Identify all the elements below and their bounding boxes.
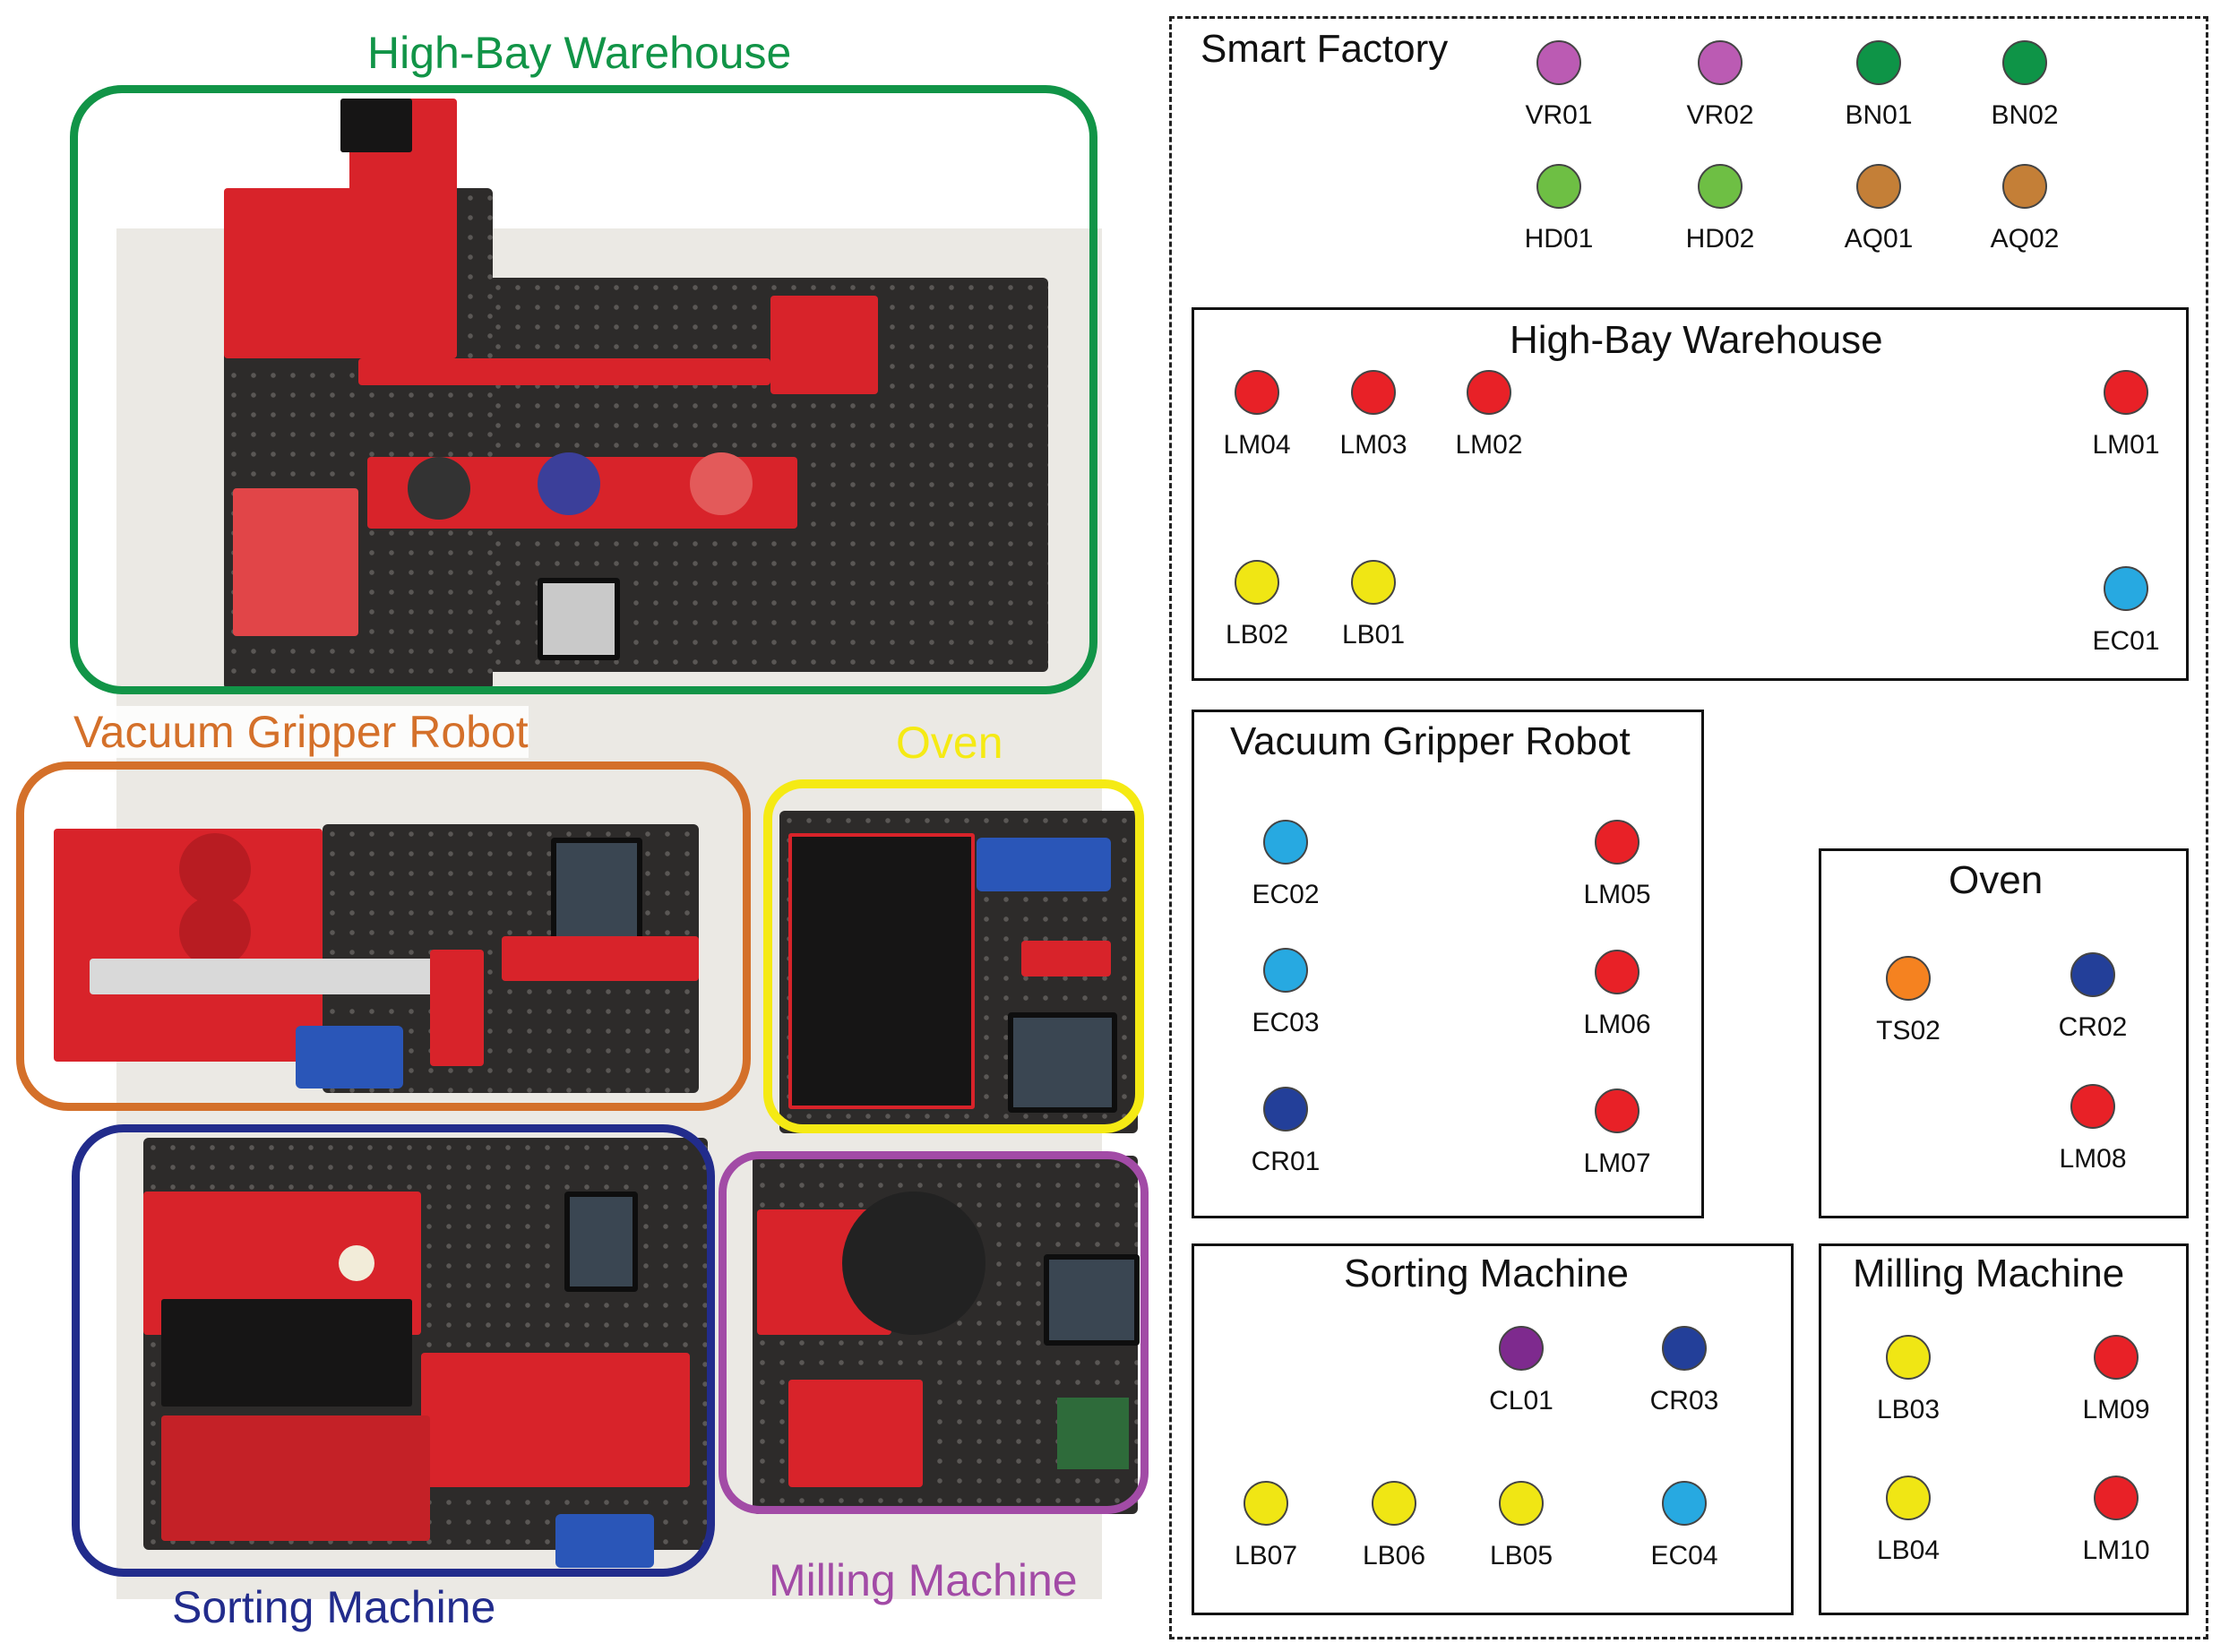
sensor-label-ec04: EC04 (1650, 1541, 1718, 1570)
sensor-label-lb02: LB02 (1225, 620, 1289, 650)
sensor-label-lb04: LB04 (1876, 1536, 1941, 1565)
high-bay-panel (1192, 307, 2189, 681)
sensor-dot-lm06 (1595, 950, 1639, 994)
sensor-dot-lm02 (1467, 370, 1511, 415)
sensor-dot-cr03 (1662, 1326, 1707, 1371)
smart-factory-boundary (1169, 16, 2208, 1639)
sensor-dot-bn02 (2002, 40, 2047, 85)
sensor-label-lm04: LM04 (1223, 430, 1291, 460)
oven-panel (1819, 848, 2189, 1218)
sensor-dot-aq01 (1856, 164, 1901, 209)
sensor-label-ec03: EC03 (1252, 1008, 1320, 1037)
sensor-dot-lb05 (1499, 1481, 1544, 1526)
sensor-dot-ec04 (1662, 1481, 1707, 1526)
sensor-label-lm07: LM07 (1583, 1149, 1651, 1178)
sensor-label-lm03: LM03 (1339, 430, 1407, 460)
sensor-dot-lm07 (1595, 1088, 1639, 1133)
sensor-label-lm02: LM02 (1455, 430, 1523, 460)
sensor-dot-ec03 (1263, 948, 1308, 993)
sensor-dot-ec02 (1263, 820, 1308, 865)
sensor-dot-lm08 (2070, 1084, 2115, 1129)
sensor-label-vr02: VR02 (1686, 100, 1754, 130)
sensor-label-ts02: TS02 (1876, 1016, 1941, 1045)
sorting-frame (72, 1124, 715, 1577)
sensor-dot-lb02 (1235, 560, 1279, 605)
sensor-label-hd02: HD02 (1685, 224, 1755, 254)
sensor-label-lb03: LB03 (1876, 1395, 1941, 1424)
vacuum-panel-title: Vacuum Gripper Robot (1230, 719, 1631, 763)
sensor-label-cr01: CR01 (1251, 1147, 1321, 1176)
sensor-dot-hd01 (1536, 164, 1581, 209)
sensor-label-lb06: LB06 (1362, 1541, 1426, 1570)
sensor-dot-lm03 (1351, 370, 1396, 415)
sorting-label: Sorting Machine (172, 1582, 496, 1632)
sensor-label-bn02: BN02 (1991, 100, 2059, 130)
sensor-dot-hd02 (1698, 164, 1743, 209)
high-bay-label: High-Bay Warehouse (367, 28, 792, 78)
high-bay-panel-title: High-Bay Warehouse (1510, 318, 1883, 362)
sensor-label-cl01: CL01 (1489, 1386, 1553, 1415)
high-bay-frame (70, 85, 1097, 694)
sensor-label-ec01: EC01 (2092, 626, 2160, 656)
milling-panel (1819, 1243, 2189, 1615)
sensor-label-hd01: HD01 (1524, 224, 1594, 254)
oven-frame (763, 779, 1144, 1133)
sorting-panel (1192, 1243, 1794, 1615)
milling-label: Milling Machine (769, 1555, 1078, 1605)
sensor-dot-ts02 (1886, 956, 1931, 1001)
sensor-dot-vr02 (1698, 40, 1743, 85)
sensor-dot-lb01 (1351, 560, 1396, 605)
sensor-dot-vr01 (1536, 40, 1581, 85)
sensor-dot-cl01 (1499, 1326, 1544, 1371)
sensor-dot-lm04 (1235, 370, 1279, 415)
sensor-label-lm09: LM09 (2082, 1395, 2150, 1424)
sensor-label-lb01: LB01 (1341, 620, 1406, 650)
sensor-dot-cr01 (1263, 1087, 1308, 1131)
sensor-dot-cr02 (2070, 952, 2115, 997)
milling-panel-title: Milling Machine (1853, 1252, 2125, 1295)
sensor-label-lm06: LM06 (1583, 1010, 1651, 1039)
sensor-dot-lm10 (2094, 1476, 2139, 1520)
sensor-label-cr02: CR02 (2058, 1012, 2128, 1042)
vacuum-label: Vacuum Gripper Robot (73, 706, 529, 758)
sensor-dot-lm09 (2094, 1335, 2139, 1380)
sensor-dot-bn01 (1856, 40, 1901, 85)
oven-label: Oven (896, 718, 1003, 768)
sensor-dot-aq02 (2002, 164, 2047, 209)
sensor-label-ec02: EC02 (1252, 880, 1320, 909)
oven-panel-title: Oven (1949, 858, 2044, 902)
sensor-dot-lb06 (1372, 1481, 1416, 1526)
sensor-label-aq01: AQ01 (1844, 224, 1914, 254)
sensor-dot-lm01 (2104, 370, 2148, 415)
sensor-label-lm05: LM05 (1583, 880, 1651, 909)
sensor-label-lm10: LM10 (2082, 1536, 2150, 1565)
sensor-label-bn01: BN01 (1845, 100, 1913, 130)
sensor-dot-ec01 (2104, 566, 2148, 611)
smart-factory-title: Smart Factory (1201, 27, 1449, 71)
sensor-label-lm08: LM08 (2059, 1144, 2127, 1174)
milling-frame (719, 1151, 1149, 1514)
sensor-label-vr01: VR01 (1525, 100, 1593, 130)
sensor-label-aq02: AQ02 (1990, 224, 2060, 254)
sensor-label-lb07: LB07 (1234, 1541, 1298, 1570)
sensor-dot-lm05 (1595, 820, 1639, 865)
sensor-label-lb05: LB05 (1489, 1541, 1553, 1570)
vacuum-frame (16, 761, 751, 1111)
sensor-label-lm01: LM01 (2092, 430, 2160, 460)
sensor-label-cr03: CR03 (1649, 1386, 1719, 1415)
sensor-dot-lb03 (1886, 1335, 1931, 1380)
sensor-dot-lb04 (1886, 1476, 1931, 1520)
sensor-dot-lb07 (1244, 1481, 1288, 1526)
sorting-panel-title: Sorting Machine (1344, 1252, 1629, 1295)
